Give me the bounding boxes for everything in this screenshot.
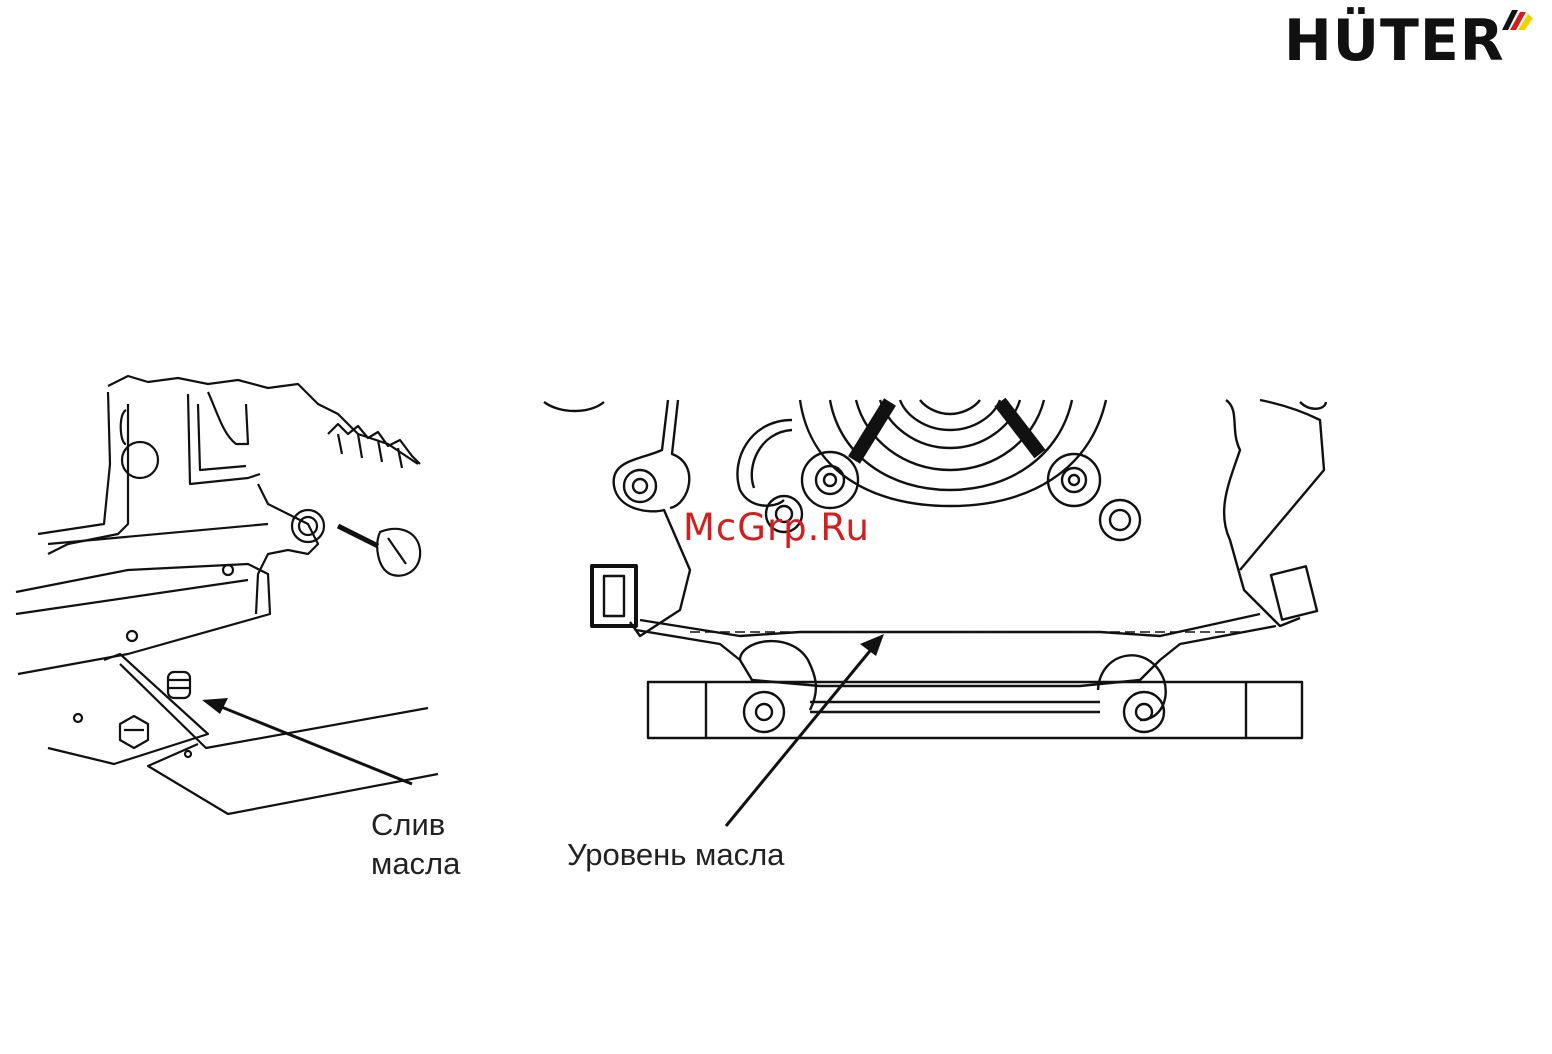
drain-label-line1: Слив xyxy=(371,806,460,845)
engine-oil-level-illustration xyxy=(540,390,1330,830)
drain-label: Слив масла xyxy=(371,806,460,884)
engine-drain-illustration xyxy=(8,374,438,824)
logo-swoosh-icon xyxy=(1498,4,1534,34)
watermark: McGrp.Ru xyxy=(683,506,870,549)
logo-text: HÜTER xyxy=(1284,8,1505,74)
drain-label-line2: масла xyxy=(371,845,460,884)
arrow-icon xyxy=(202,698,412,784)
huter-logo: HÜTER xyxy=(1284,4,1534,76)
arrow-icon xyxy=(726,634,884,826)
oil-level-label: Уровень масла xyxy=(567,836,784,875)
